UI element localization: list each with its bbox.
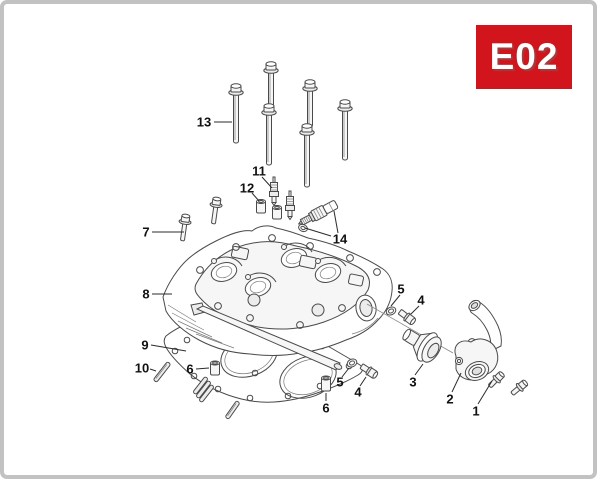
dowel-group [256,199,282,220]
leader-line [150,344,187,352]
part-number-label: 12 [240,181,254,196]
callout-part-2: 2 [446,372,462,407]
cylinder-head [162,225,393,356]
leader-line [477,380,493,405]
leader-line [359,376,367,387]
head-bolt [263,61,279,107]
callout-part-13: 13 [197,115,232,130]
flange-bolt [510,379,529,396]
head-bolt [337,99,353,161]
head-bolt [261,103,277,166]
head-bolt [299,123,315,188]
leader-line [195,367,210,370]
callout-part-11: 11 [252,164,273,189]
leader-line [390,294,401,307]
bushing [321,375,331,392]
dowel [256,199,266,214]
leader-line [261,176,273,189]
small-bolt [359,363,379,379]
part-number-label: 5 [397,282,404,297]
cam-chain-guide-rod [190,302,343,371]
washer [346,358,358,368]
valve-stud [269,176,279,207]
callout-part-5: 5 [390,282,405,307]
stud-group [269,176,295,221]
part-number-label: 1 [472,404,479,419]
callout-part-5: 5 [336,367,350,390]
pin-set [193,376,214,403]
part-number-label: 6 [186,362,193,377]
callout-part-6: 6 [186,362,210,377]
flanged-bolt-7-group [178,196,223,242]
callout-part-7: 7 [142,225,184,240]
callout-part-4: 4 [354,376,367,400]
callout-part-6: 6 [322,393,330,416]
valve-stud [285,190,295,221]
leader-line [251,192,260,202]
callout-part-3: 3 [409,363,424,390]
head-bolts-group [228,61,353,188]
flanged-bolt [178,213,192,242]
part-number-label: 14 [333,232,348,247]
part-number-label: 7 [142,225,149,240]
dowel-pin-single [225,400,240,420]
leader-line [341,367,350,378]
page-code-badge: E02 [476,25,572,89]
part-number-label: 9 [141,338,148,353]
head-bolt [302,79,318,128]
temperature-sensor [297,200,339,226]
washer [385,306,397,316]
part-number-label: 5 [336,375,343,390]
flange-bolt [488,371,505,388]
part-number-label: 4 [417,293,425,308]
part-number-label: 2 [446,392,453,407]
callout-part-14: 14 [304,210,348,247]
small-bolt [398,309,417,326]
callout-part-9: 9 [141,338,187,353]
callout-part-8: 8 [142,287,172,302]
part-number-label: 13 [197,115,211,130]
head-bolt [228,83,244,144]
part-number-label: 6 [322,401,329,416]
dowel [272,205,282,220]
leader-line [149,368,157,372]
thermostat-insert [402,328,442,363]
dowel-pin-10 [153,361,171,383]
leader-line [451,372,462,393]
leader-line [333,210,339,234]
callout-part-10: 10 [135,361,157,376]
part-number-label: 11 [252,164,266,179]
part-number-label: 10 [135,361,149,376]
part-number-label: 4 [354,385,362,400]
callout-part-4: 4 [410,293,425,315]
leader-line [304,227,332,237]
leader-line [414,363,424,376]
coolant-elbow [454,299,502,381]
callout-part-1: 1 [472,380,493,419]
flanged-bolt [209,196,223,225]
bushing [210,360,220,376]
part-number-label: 3 [409,375,416,390]
part-number-label: 8 [142,287,149,302]
leader-line [410,305,420,315]
callout-part-12: 12 [240,181,260,202]
sensor-washer [298,223,308,233]
